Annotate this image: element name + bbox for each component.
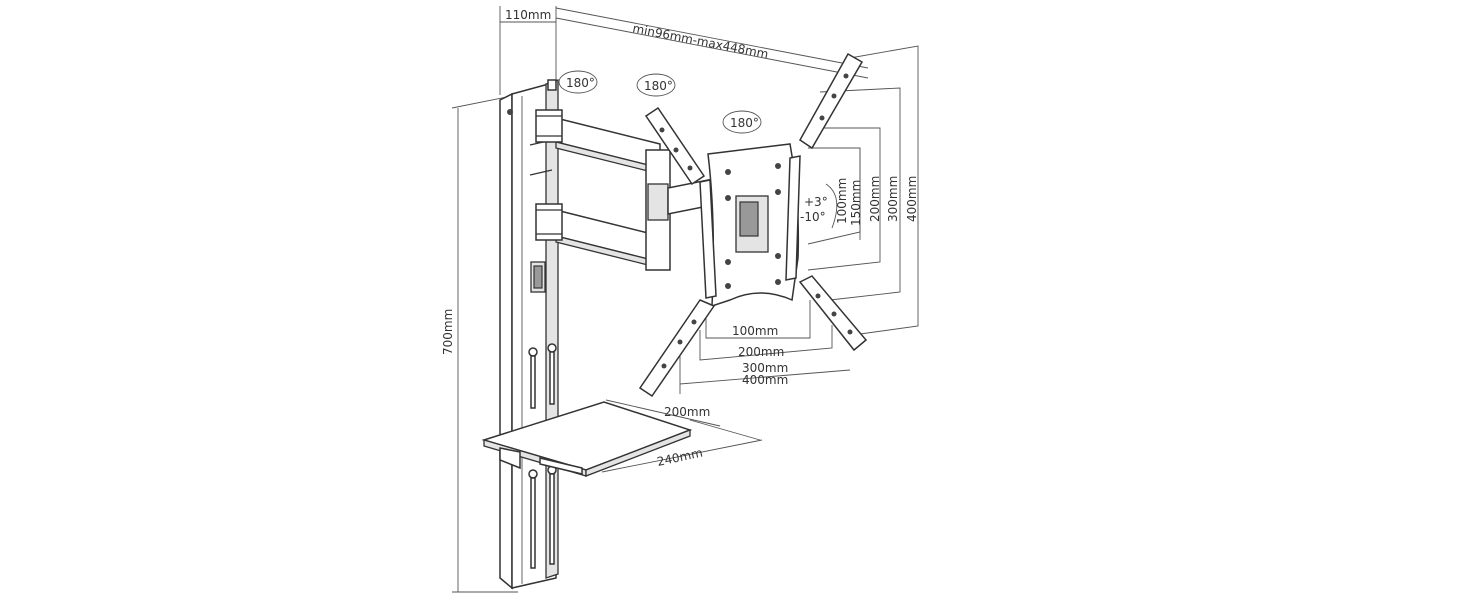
column-height-label: 700mm xyxy=(441,309,455,355)
vesa-height-100: 100mm xyxy=(835,178,849,224)
vesa-height-400: 400mm xyxy=(905,176,919,222)
articulating-arms xyxy=(535,109,719,271)
vesa-brackets xyxy=(638,52,868,398)
vesa-width-200: 200mm xyxy=(738,345,784,359)
vesa-height-300: 300mm xyxy=(886,176,900,222)
vesa-width-300: 300mm xyxy=(742,361,788,375)
arm-depth-label: 110mm xyxy=(505,8,551,22)
shelf-width-label: 240mm xyxy=(656,446,704,469)
swivel-icon-2 xyxy=(636,73,676,97)
swivel-icon-1 xyxy=(558,70,598,94)
vesa-width-400: 400mm xyxy=(742,373,788,387)
vesa-plate xyxy=(707,143,800,308)
tilt-icon xyxy=(825,183,838,229)
wall-column xyxy=(499,79,559,590)
vesa-height-200: 200mm xyxy=(868,176,882,222)
extension-range-label: min96mm-max448mm xyxy=(631,21,769,61)
swivel-label-2: 180° xyxy=(644,79,673,93)
vesa-width-100: 100mm xyxy=(732,324,778,338)
dimension-lines xyxy=(451,6,919,593)
vesa-height-150: 150mm xyxy=(849,180,863,226)
swivel-label-1: 180° xyxy=(566,76,595,90)
swivel-icon-3 xyxy=(722,110,762,134)
shelf xyxy=(481,401,693,477)
swivel-label-3: 180° xyxy=(730,116,759,130)
rotation-icons xyxy=(558,70,838,229)
shelf-depth-label: 200mm xyxy=(664,405,710,419)
tilt-down-label: -10° xyxy=(800,210,826,224)
tilt-up-label: +3° xyxy=(804,195,828,209)
keyhole-slots-upper xyxy=(528,343,557,409)
